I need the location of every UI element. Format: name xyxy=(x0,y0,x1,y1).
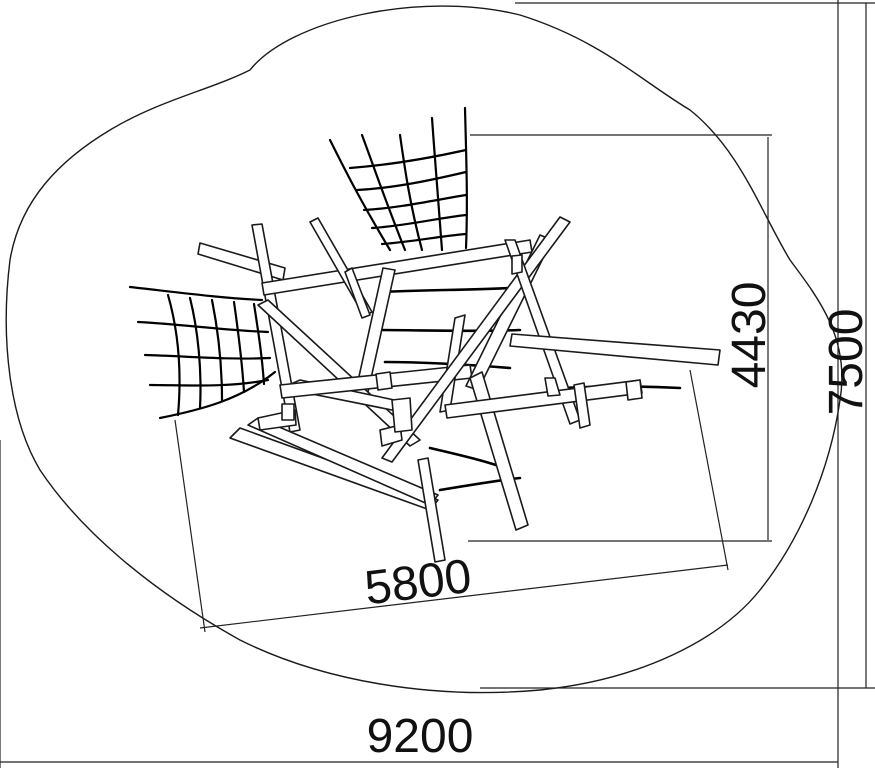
structure-depth-dimension: 4430 xyxy=(468,134,776,542)
overall-depth-dimension: 7500 xyxy=(480,2,875,689)
structure-width-label: 5800 xyxy=(362,550,474,616)
overall-width-dimension: 9200 xyxy=(0,0,839,768)
structure-depth-label: 4430 xyxy=(723,282,776,389)
top-climbing-net xyxy=(328,106,468,252)
overall-width-label: 9200 xyxy=(367,710,474,763)
safety-zone-outline xyxy=(5,5,843,694)
left-climbing-net xyxy=(128,285,277,420)
structure-width-dimension: 5800 xyxy=(174,369,729,633)
overall-depth-label: 7500 xyxy=(820,309,873,416)
log-frame xyxy=(197,216,721,563)
